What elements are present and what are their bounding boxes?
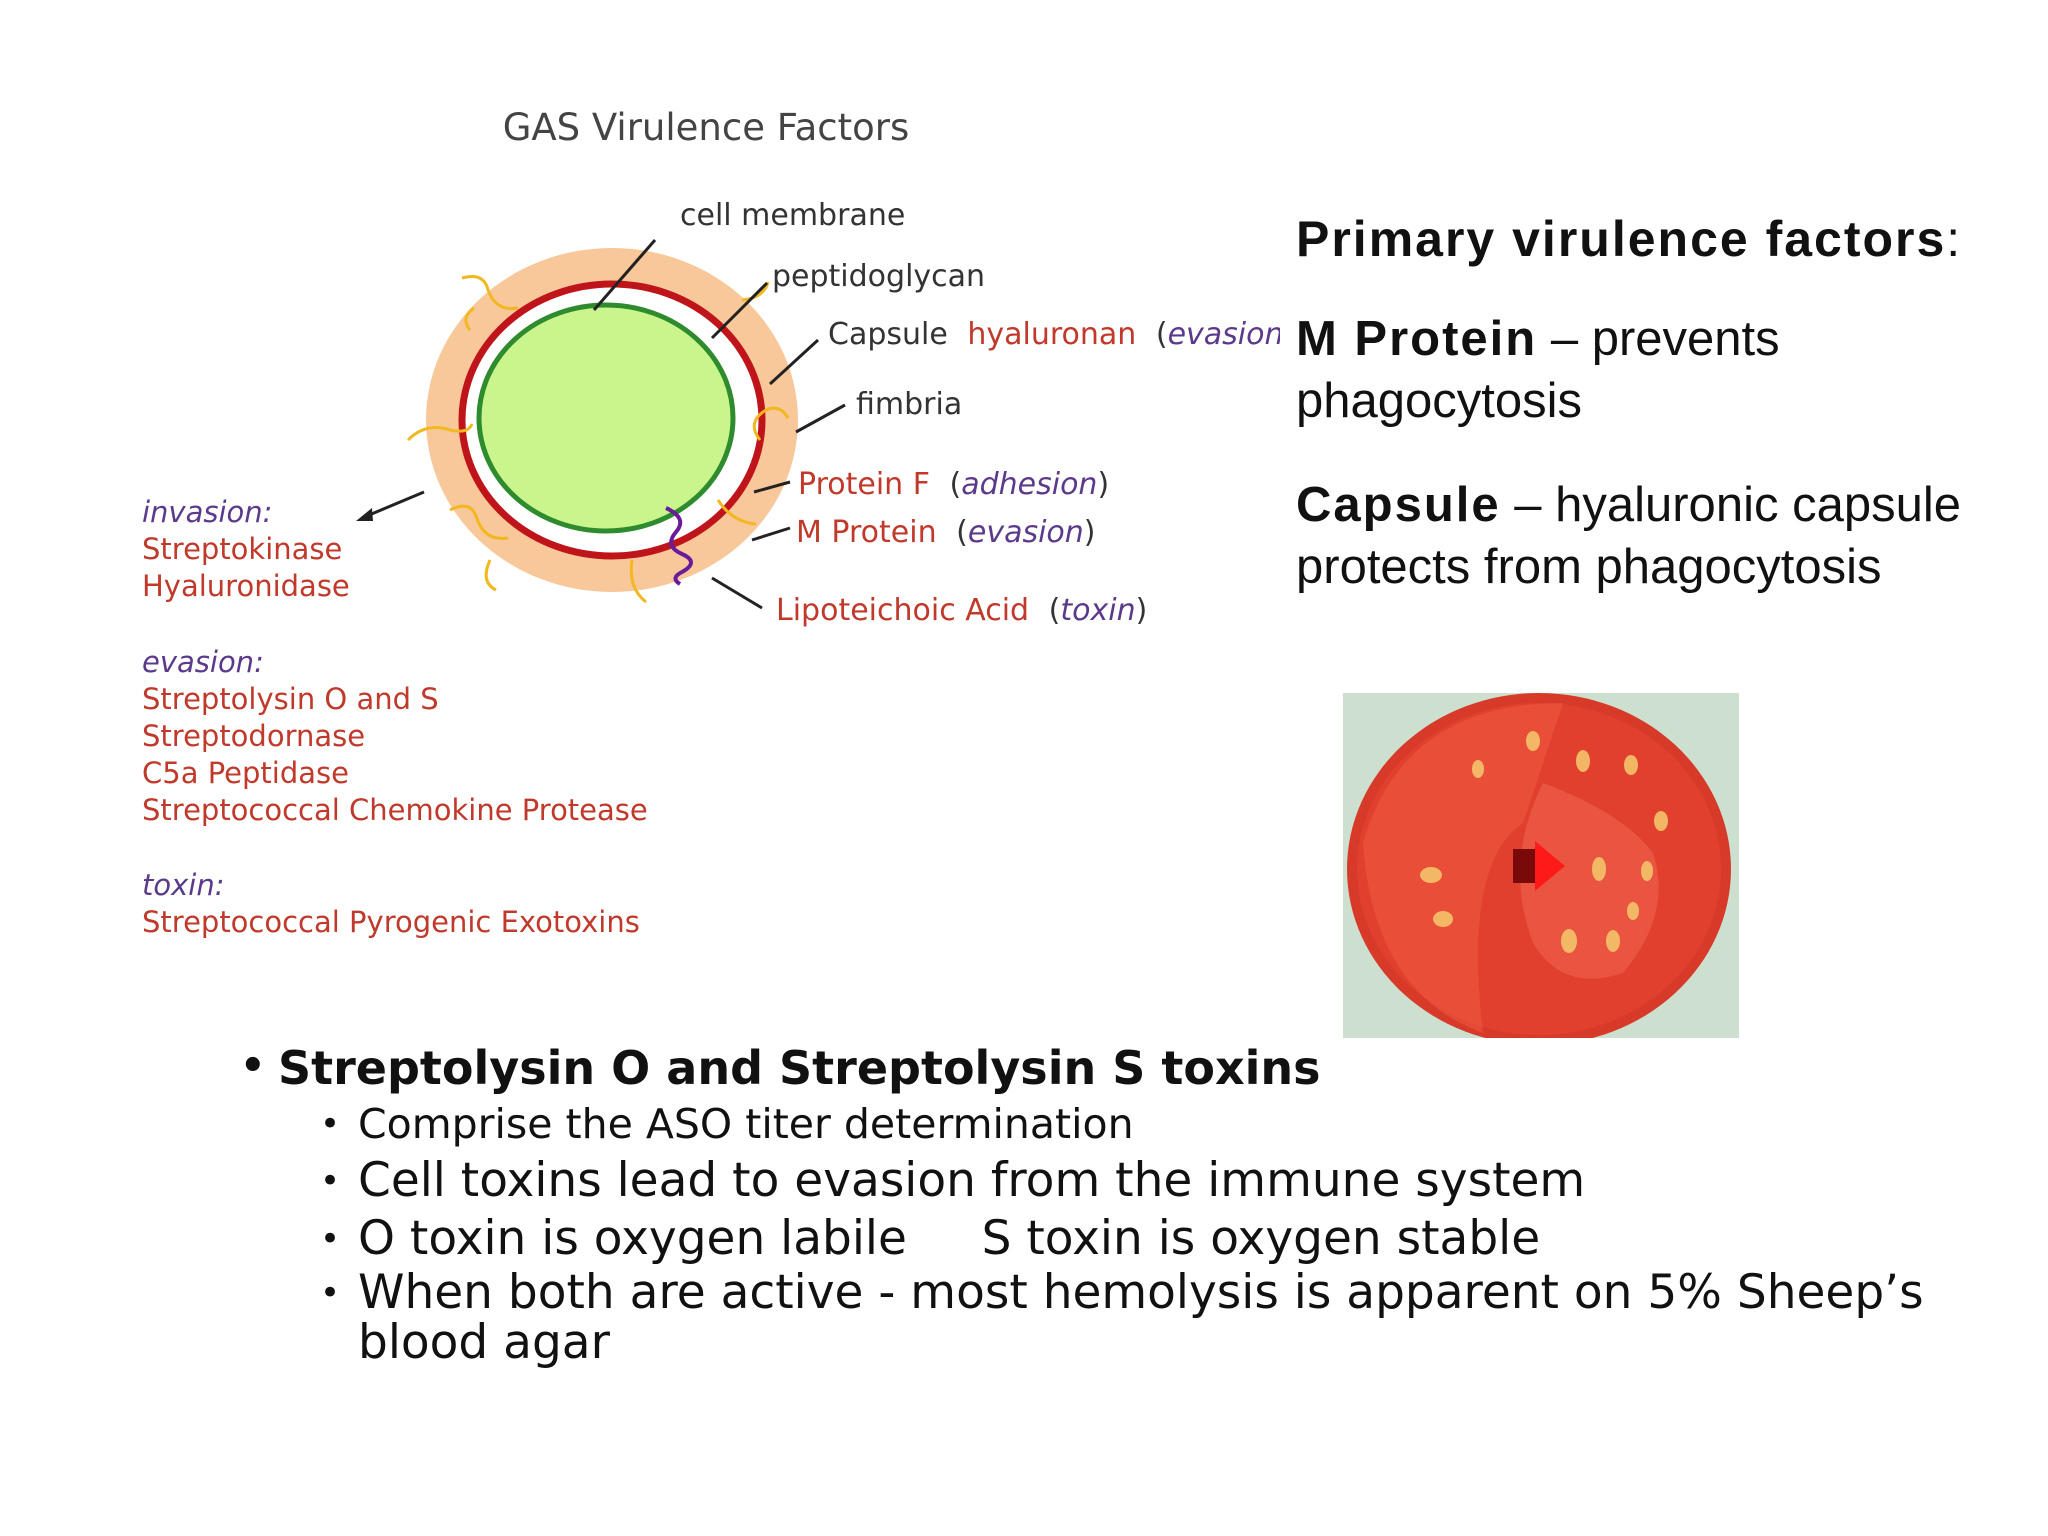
pointer-line-cell-membrane <box>592 239 657 311</box>
virulence-diagram: GAS Virulence Factors <box>356 106 1280 628</box>
invasion-arrowhead <box>356 508 373 521</box>
label-capsule: Capsule hyaluronan (evasion) <box>828 317 1280 352</box>
pointer-line-lta <box>711 576 763 610</box>
bullet-item: O toxin is oxygen labile S toxin is oxyg… <box>320 1210 2020 1268</box>
pointer-line-fimbria <box>795 403 846 434</box>
toxin-group: toxin: Streptococcal Pyrogenic Exotoxins <box>142 867 640 941</box>
lta-name: Lipoteichoic Acid <box>776 593 1029 628</box>
label-protein-f: Protein F (adhesion) <box>798 467 1109 502</box>
toxin-heading: toxin: <box>142 868 225 902</box>
protein-f-role: adhesion <box>961 467 1097 502</box>
m-protein-mark <box>665 506 693 586</box>
evasion-item: Streptolysin O and S <box>142 682 439 716</box>
bullet-item: Comprise the ASO titer determination <box>320 1096 2020 1152</box>
blood-agar-photo <box>1343 693 1739 1038</box>
capsule-desc: – hyaluronic capsule protects from phago… <box>1296 478 1961 594</box>
m-protein-paragraph: M Protein – prevents phagocytosis <box>1296 308 2036 432</box>
evasion-item: C5a Peptidase <box>142 756 349 790</box>
evasion-item: Streptodornase <box>142 719 366 753</box>
evasion-item: Streptococcal Chemokine Protease <box>142 793 648 827</box>
capsule-word: Capsule <box>828 317 948 352</box>
fimbria-strand <box>461 275 519 311</box>
capsule-paren-open: ( <box>1156 317 1168 352</box>
invasion-item: Streptokinase <box>142 532 343 566</box>
fimbria-strand <box>464 306 475 331</box>
capsule-term: Capsule <box>1296 478 1501 532</box>
toxin-bullets: Streptolysin O and Streptolysin S toxins… <box>240 1038 2020 1368</box>
m-protein-term: M Protein <box>1296 312 1538 366</box>
bullet-sublist: Comprise the ASO titer determination Cel… <box>240 1096 2020 1368</box>
peptidoglycan-wall <box>458 280 766 560</box>
m-protein-role: evasion <box>968 515 1084 550</box>
pointer-line-protein-f <box>753 480 791 494</box>
pointer-lines <box>361 239 846 610</box>
fimbria-strand <box>629 559 647 604</box>
toxin-item: Streptococcal Pyrogenic Exotoxins <box>142 905 640 939</box>
fimbria-strand <box>484 559 497 592</box>
invasion-heading: invasion: <box>142 495 273 529</box>
capsule-paragraph: Capsule – hyaluronic capsule protects fr… <box>1296 474 2036 598</box>
label-cell-membrane: cell membrane <box>680 198 905 233</box>
m-protein-name: M Protein <box>796 515 937 550</box>
fimbria-strand <box>449 504 509 541</box>
invasion-group: invasion: Streptokinase Hyaluronidase <box>142 494 350 605</box>
primary-title-text: Primary virulence factors <box>1296 211 1947 267</box>
label-m-protein: M Protein (evasion) <box>796 515 1096 550</box>
fimbria-strand <box>752 406 790 441</box>
petri-dish-image <box>1343 693 1739 1038</box>
fimbria-group <box>406 275 790 604</box>
fimbria-strand <box>406 423 474 442</box>
primary-title: Primary virulence factors: <box>1296 210 2036 268</box>
evasion-group: evasion: Streptolysin O and S Streptodor… <box>142 644 648 829</box>
label-peptidoglycan: peptidoglycan <box>772 259 985 294</box>
label-fimbria: fimbria <box>856 387 962 422</box>
capsule-role: evasion <box>1168 317 1280 352</box>
pointer-line-m-protein <box>751 526 791 542</box>
pointer-line-capsule <box>768 338 820 386</box>
label-lta: Lipoteichoic Acid (toxin) <box>776 593 1147 628</box>
bullet-item: When both are active - most hemolysis is… <box>320 1268 2020 1368</box>
primary-factors: Primary virulence factors: M Protein – p… <box>1296 210 2036 640</box>
lta-role: toxin <box>1060 593 1135 628</box>
diagram-title: GAS Virulence Factors <box>503 106 910 149</box>
cell-membrane <box>476 302 736 534</box>
invasion-item: Hyaluronidase <box>142 569 350 603</box>
pointer-line-peptidoglycan <box>710 281 769 340</box>
bullet-item: Cell toxins lead to evasion from the imm… <box>320 1152 2020 1210</box>
bullet-heading: Streptolysin O and Streptolysin S toxins <box>240 1038 2020 1096</box>
capsule-hyaluronan: hyaluronan <box>967 317 1136 352</box>
fimbria-strand <box>716 499 757 526</box>
m-protein-desc: – prevents phagocytosis <box>1296 312 1780 428</box>
evasion-heading: evasion: <box>142 645 264 679</box>
protein-f-name: Protein F <box>798 467 930 502</box>
primary-title-colon: : <box>1946 211 1963 267</box>
